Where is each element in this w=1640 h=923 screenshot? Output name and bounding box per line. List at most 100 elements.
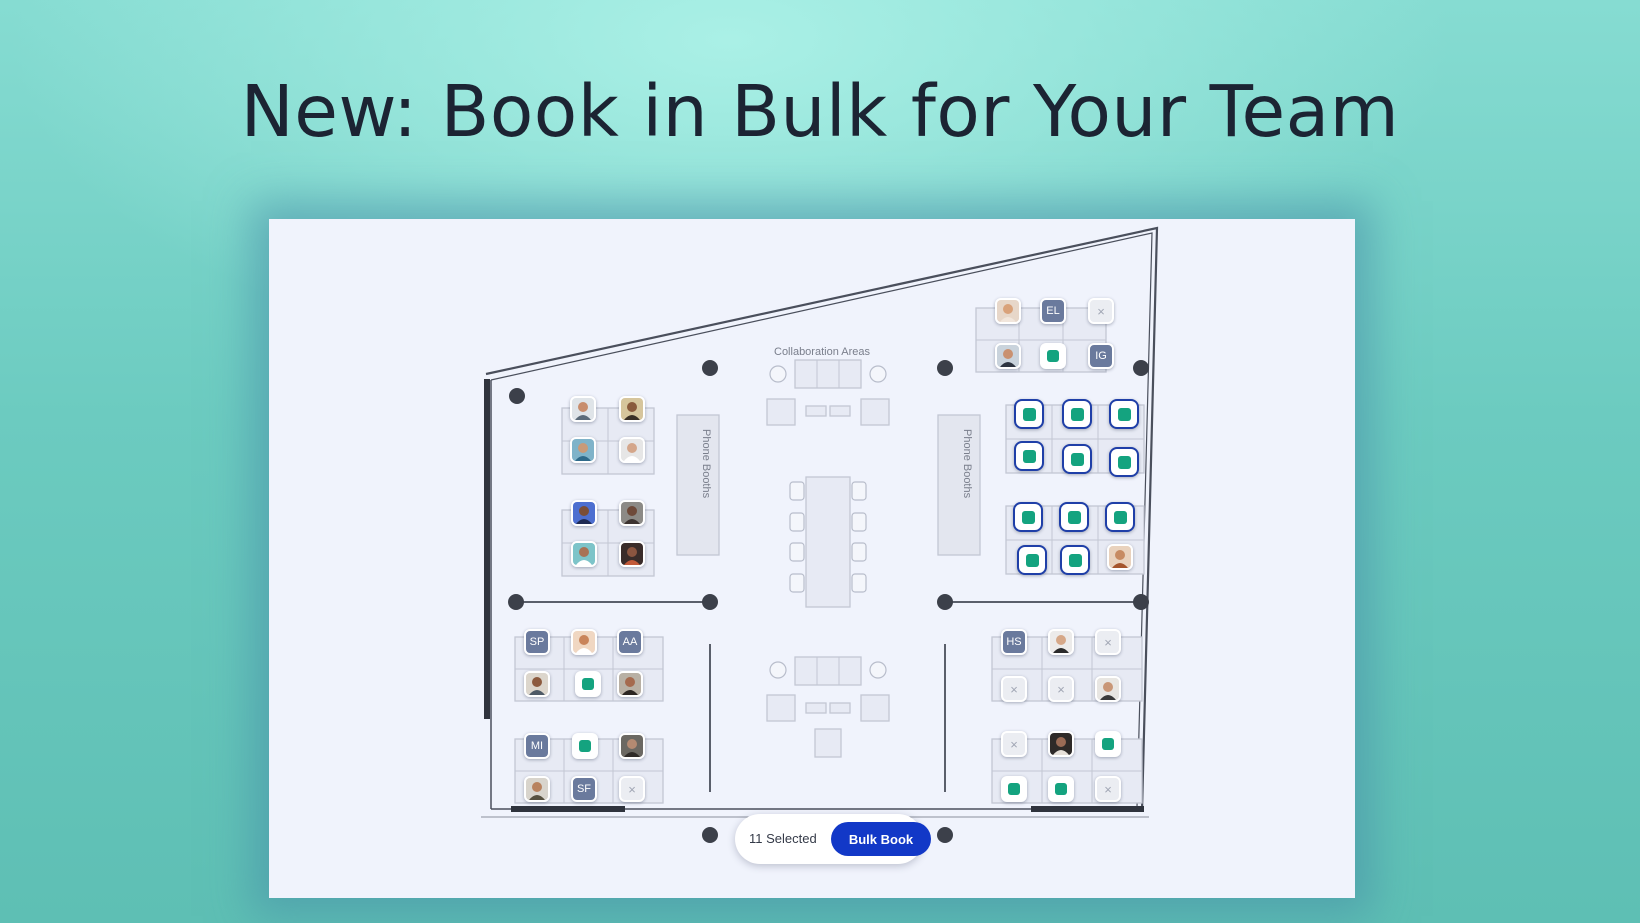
available-indicator	[582, 678, 594, 690]
close-icon: ×	[1097, 303, 1105, 319]
available-indicator	[1022, 449, 1036, 463]
seat-selected[interactable]	[1014, 441, 1044, 471]
available-indicator	[1047, 350, 1059, 362]
close-icon: ×	[628, 781, 636, 797]
seat-occupied-avatar[interactable]	[619, 541, 645, 567]
seat-occupied-initials[interactable]: HS	[1001, 629, 1027, 655]
seat-unavailable: ×	[619, 776, 645, 802]
seat-available[interactable]	[575, 671, 601, 697]
available-indicator	[1113, 510, 1127, 524]
avatar	[526, 673, 548, 695]
avatar	[526, 778, 548, 800]
avatar	[997, 345, 1019, 367]
avatar	[1050, 733, 1072, 755]
seat-occupied-avatar[interactable]	[1107, 544, 1133, 570]
seat-occupied-avatar[interactable]	[570, 396, 596, 422]
avatar	[572, 439, 594, 461]
seat-occupied-initials[interactable]: SP	[524, 629, 550, 655]
floor-plan: Collaboration Areas Phone Booths Phone B…	[269, 219, 1355, 898]
seat-unavailable: ×	[1001, 731, 1027, 757]
seat-occupied-avatar[interactable]	[617, 671, 643, 697]
avatar	[619, 673, 641, 695]
available-indicator	[1067, 510, 1081, 524]
avatar	[572, 398, 594, 420]
seat-selected[interactable]	[1059, 502, 1089, 532]
selected-count: 11 Selected	[749, 831, 817, 846]
avatar	[621, 439, 643, 461]
seat-available[interactable]	[1095, 731, 1121, 757]
available-indicator	[1117, 407, 1131, 421]
seat-occupied-avatar[interactable]	[571, 500, 597, 526]
close-icon: ×	[1104, 781, 1112, 797]
bulk-book-button[interactable]: Bulk Book	[831, 822, 931, 856]
available-indicator	[1008, 783, 1020, 795]
seat-selected[interactable]	[1109, 447, 1139, 477]
seat-occupied-avatar[interactable]	[524, 671, 550, 697]
seat-occupied-avatar[interactable]	[1048, 731, 1074, 757]
seat-available[interactable]	[1001, 776, 1027, 802]
avatar	[573, 631, 595, 653]
seat-occupied-avatar[interactable]	[571, 541, 597, 567]
available-indicator	[1070, 452, 1084, 466]
seat-occupied-avatar[interactable]	[570, 437, 596, 463]
avatar	[621, 543, 643, 565]
available-indicator	[1070, 407, 1084, 421]
seat-occupied-avatar[interactable]	[619, 396, 645, 422]
seat-available[interactable]	[1048, 776, 1074, 802]
seat-occupied-avatar[interactable]	[995, 343, 1021, 369]
bulk-booking-bar: 11 Selected Bulk Book	[735, 814, 931, 864]
seat-selected[interactable]	[1062, 444, 1092, 474]
seat-occupied-avatar[interactable]	[619, 733, 645, 759]
seat-occupied-initials[interactable]: EL	[1040, 298, 1066, 324]
avatar	[1109, 546, 1131, 568]
seat-occupied-initials[interactable]: SF	[571, 776, 597, 802]
available-indicator	[1021, 510, 1035, 524]
seat-occupied-avatar[interactable]	[995, 298, 1021, 324]
seat-occupied-avatar[interactable]	[524, 776, 550, 802]
avatar	[573, 502, 595, 524]
seat-occupied-avatar[interactable]	[619, 500, 645, 526]
seat-occupied-initials[interactable]: IG	[1088, 343, 1114, 369]
available-indicator	[1055, 783, 1067, 795]
seat-unavailable: ×	[1001, 676, 1027, 702]
seat-selected[interactable]	[1017, 545, 1047, 575]
available-indicator	[1102, 738, 1114, 750]
avatar	[621, 398, 643, 420]
close-icon: ×	[1010, 736, 1018, 752]
seat-available[interactable]	[572, 733, 598, 759]
seat-selected[interactable]	[1013, 502, 1043, 532]
page-headline: New: Book in Bulk for Your Team	[240, 70, 1400, 153]
close-icon: ×	[1057, 681, 1065, 697]
seat-occupied-avatar[interactable]	[1095, 676, 1121, 702]
available-indicator	[1025, 553, 1039, 567]
seat-unavailable: ×	[1095, 776, 1121, 802]
seat-selected[interactable]	[1105, 502, 1135, 532]
seat-occupied-avatar[interactable]	[571, 629, 597, 655]
available-indicator	[1117, 455, 1131, 469]
phone-booths-right-label: Phone Booths	[961, 429, 973, 499]
avatar	[621, 735, 643, 757]
seat-occupied-avatar[interactable]	[1048, 629, 1074, 655]
seat-unavailable: ×	[1095, 629, 1121, 655]
seat-unavailable: ×	[1088, 298, 1114, 324]
seat-unavailable: ×	[1048, 676, 1074, 702]
seat-selected[interactable]	[1062, 399, 1092, 429]
seat-selected[interactable]	[1109, 399, 1139, 429]
seat-available[interactable]	[1040, 343, 1066, 369]
collaboration-areas-label: Collaboration Areas	[774, 346, 871, 358]
seat-occupied-initials[interactable]: AA	[617, 629, 643, 655]
available-indicator	[579, 740, 591, 752]
seat-occupied-avatar[interactable]	[619, 437, 645, 463]
phone-booths-left-label: Phone Booths	[700, 429, 712, 499]
avatar	[621, 502, 643, 524]
avatar	[573, 543, 595, 565]
avatar	[1050, 631, 1072, 653]
seat-occupied-initials[interactable]: MI	[524, 733, 550, 759]
close-icon: ×	[1010, 681, 1018, 697]
seat-selected[interactable]	[1014, 399, 1044, 429]
avatar	[1097, 678, 1119, 700]
available-indicator	[1022, 407, 1036, 421]
close-icon: ×	[1104, 634, 1112, 650]
available-indicator	[1068, 553, 1082, 567]
seat-selected[interactable]	[1060, 545, 1090, 575]
